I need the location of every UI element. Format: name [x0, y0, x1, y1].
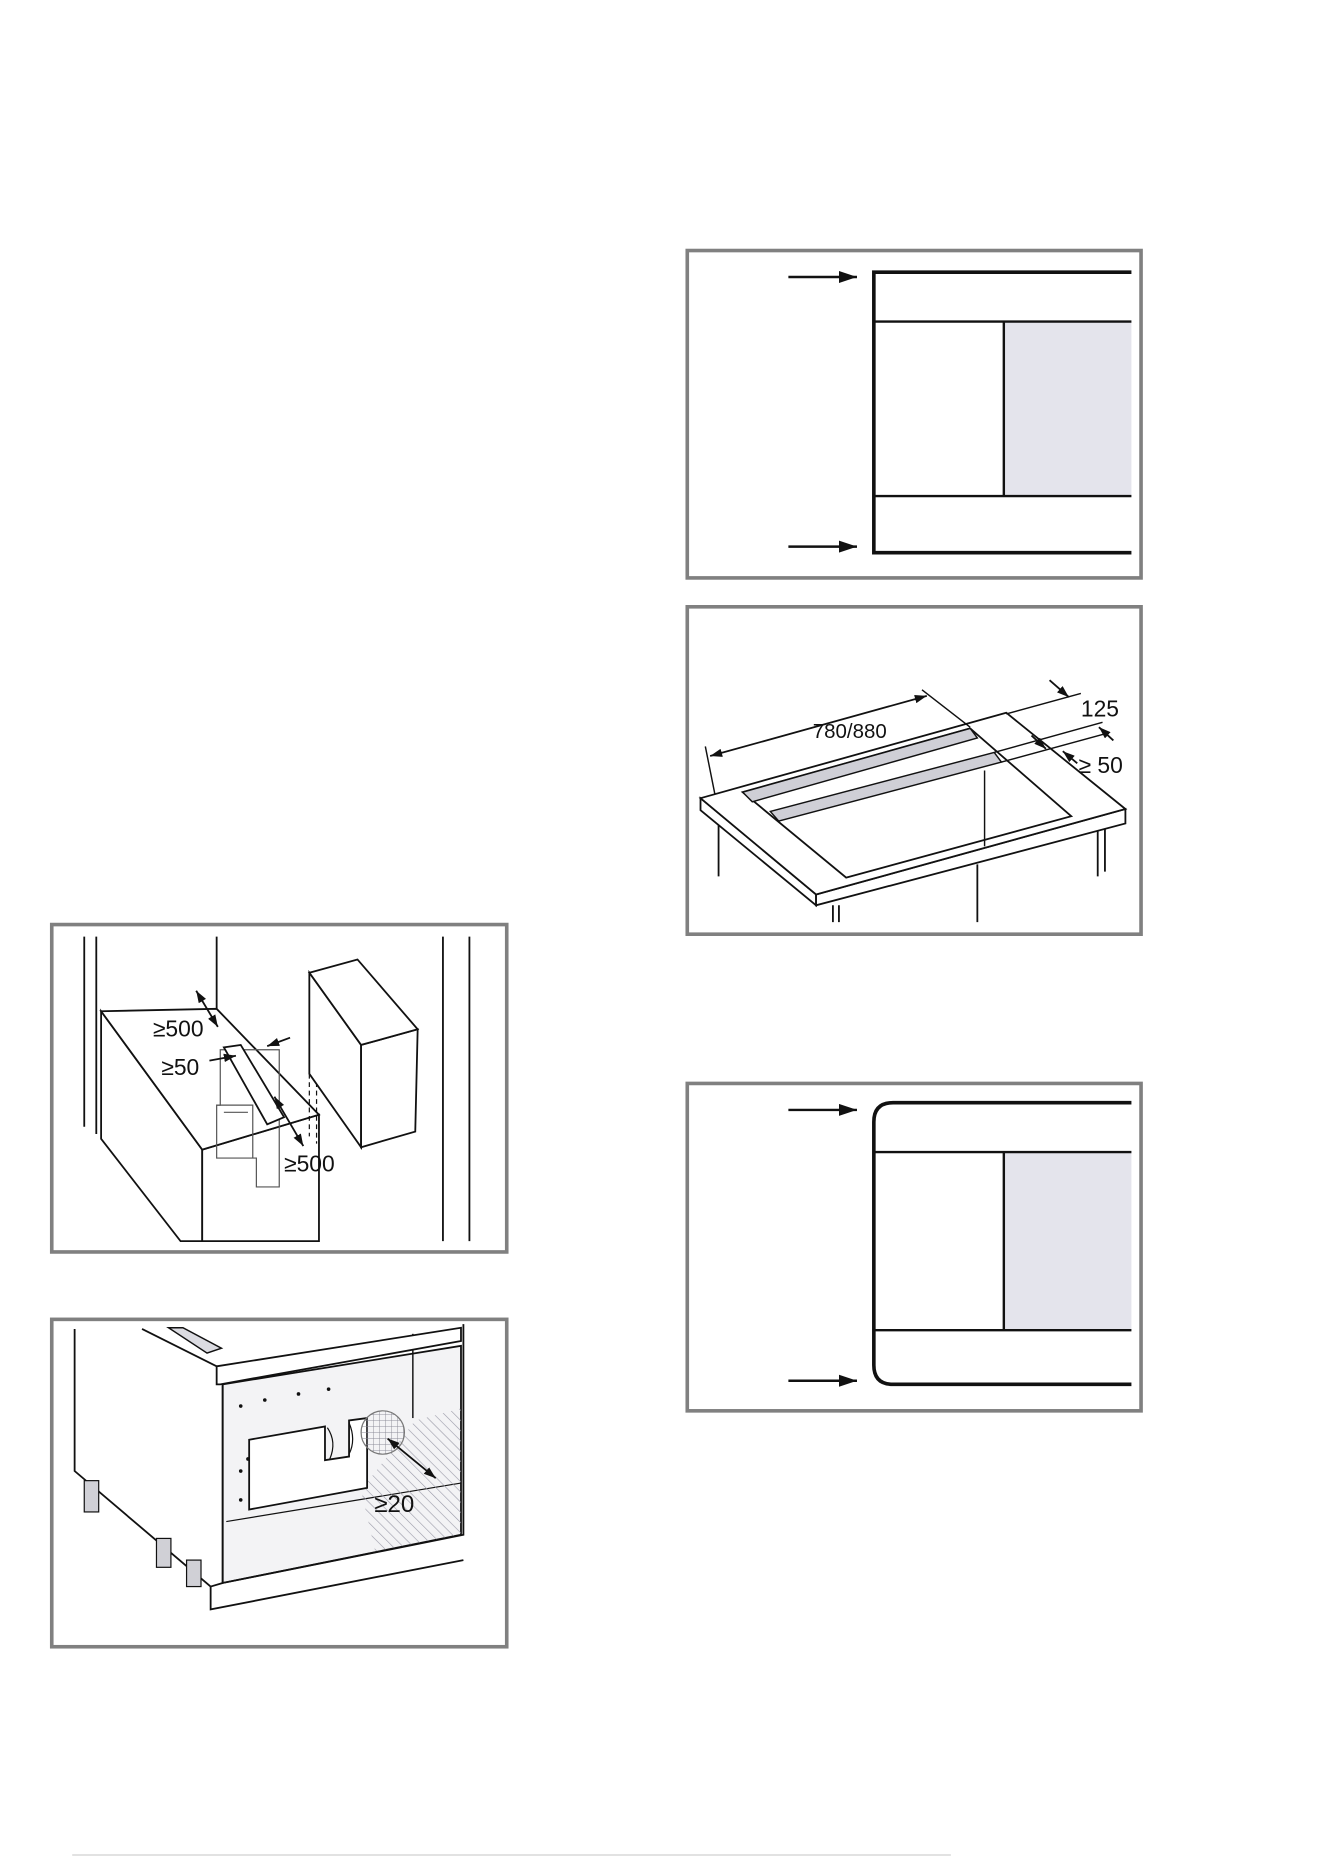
- leg: [84, 1481, 98, 1512]
- clearance-label: ≥20: [374, 1491, 414, 1518]
- top-clearance-label: ≥500: [153, 1016, 204, 1042]
- figure-cooktop-outline-square: [687, 251, 1141, 578]
- leg: [156, 1538, 170, 1567]
- figure-cooktop-outline-rounded: [687, 1083, 1141, 1410]
- leg: [187, 1560, 201, 1586]
- mounting-hole: [297, 1392, 301, 1396]
- mounting-hole: [263, 1398, 267, 1402]
- wall-gap-label: ≥50: [161, 1054, 199, 1080]
- tall-cabinet-side: [361, 1029, 418, 1147]
- figure-installation-clearances: ≥500 ≥50 ≥500: [52, 925, 507, 1252]
- depth-dimension-label: 125: [1081, 695, 1119, 721]
- mounting-hole: [239, 1469, 243, 1473]
- figure-cabinet-back-panel: ≥20: [52, 1319, 507, 1646]
- width-dimension-label: 780/880: [813, 720, 887, 743]
- back-distance-label: ≥ 50: [1078, 752, 1122, 778]
- mounting-hole: [246, 1457, 250, 1461]
- figure-worktop-cutout: 780/880 125 ≥ 50: [687, 607, 1141, 934]
- side-clearance-label: ≥500: [284, 1150, 335, 1176]
- cooking-zone-surface: [1004, 322, 1132, 497]
- mounting-hole: [327, 1387, 331, 1391]
- mounting-hole: [239, 1498, 243, 1502]
- cooking-zone-surface: [1004, 1152, 1132, 1330]
- mounting-hole: [239, 1404, 243, 1408]
